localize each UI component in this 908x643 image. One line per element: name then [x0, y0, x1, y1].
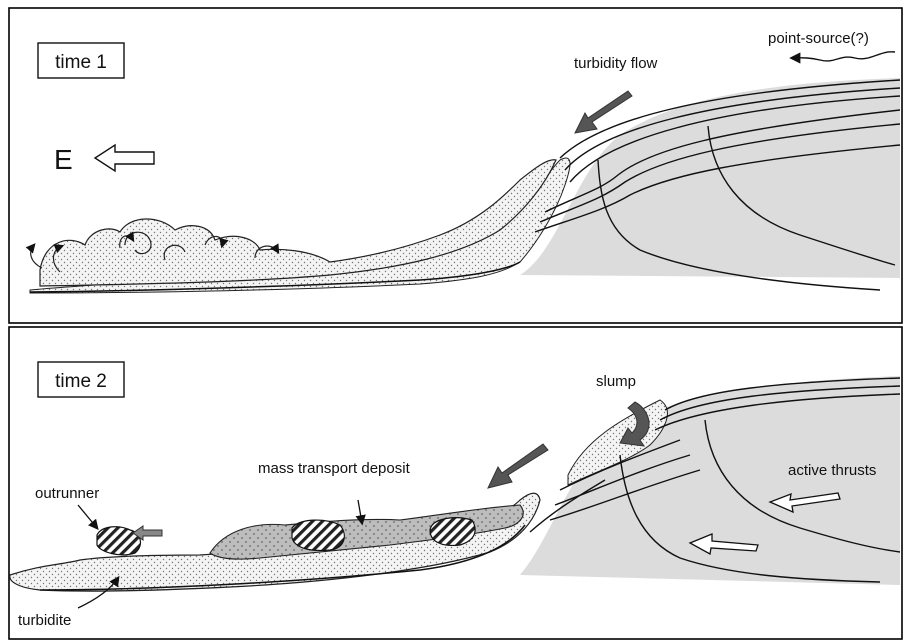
label-turbidite: turbidite	[18, 612, 71, 629]
label-point-source: point-source(?)	[768, 30, 869, 47]
mtd-block-2	[430, 518, 475, 546]
turbidity-flow-arrow	[575, 91, 632, 133]
mass-flow-arrow	[488, 444, 548, 488]
label-outrunner: outrunner	[35, 485, 99, 502]
east-direction-arrow	[95, 145, 154, 171]
label-turbidity-flow: turbidity flow	[574, 55, 658, 72]
outrunner-pointer	[78, 505, 97, 528]
point-source-arrow	[792, 52, 895, 61]
label-active-thrusts: active thrusts	[788, 462, 876, 479]
accretionary-wedge	[520, 78, 900, 278]
time1-title: time 1	[55, 52, 107, 73]
panel-time1: time 1 E turbidity flow point-source(?)	[30, 30, 900, 293]
outrunner-block	[97, 527, 140, 555]
mtd-block-1	[292, 520, 344, 550]
label-slump: slump	[596, 373, 636, 390]
eddy-arrow-1	[31, 245, 42, 268]
time2-title: time 2	[55, 371, 107, 392]
label-direction: E	[54, 144, 73, 175]
panel-time2: time 2 slump active thrusts mass transpo…	[10, 362, 900, 629]
label-mass-transport-deposit: mass transport deposit	[258, 460, 411, 477]
